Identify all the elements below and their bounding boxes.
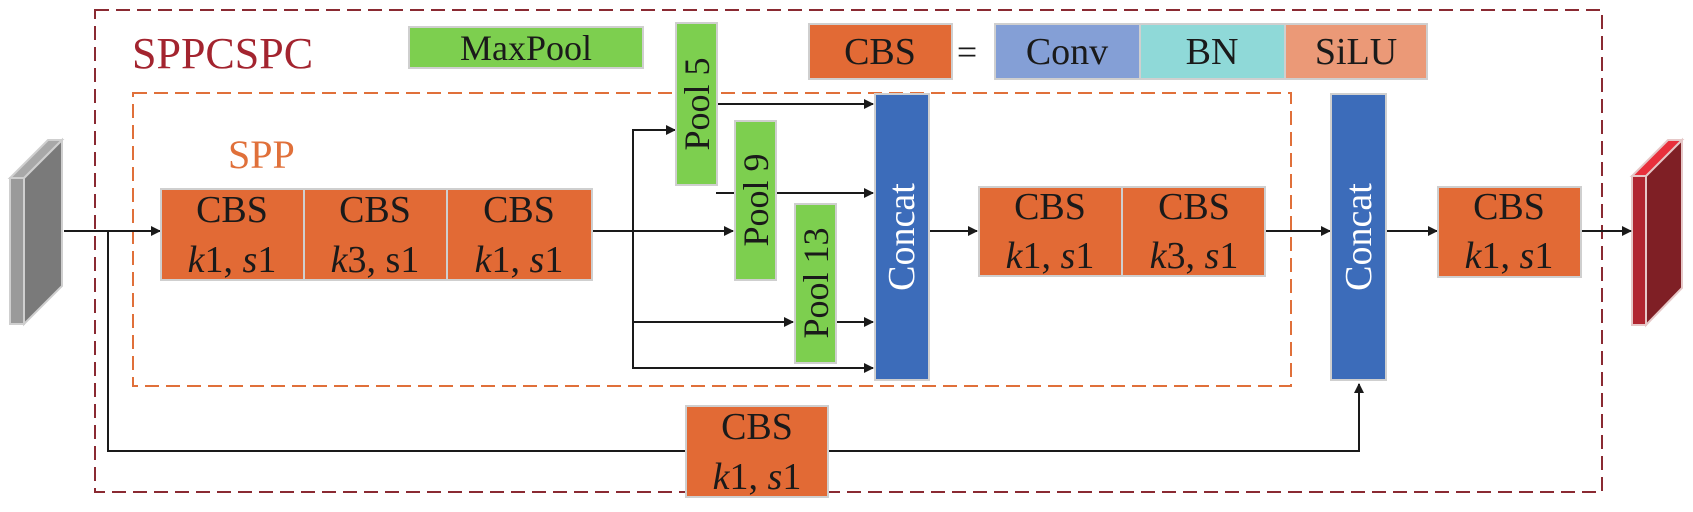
concat-1-label: Concat	[881, 183, 923, 291]
legend-silu: SiLU	[1284, 23, 1428, 80]
cbs-label: CBS	[339, 189, 411, 231]
legend-silu-label: SiLU	[1315, 31, 1397, 73]
output-cbs: CBS k1, s1	[1437, 186, 1582, 278]
cbs-params: k1, s1	[1465, 235, 1554, 277]
pool-13: Pool 13	[794, 203, 837, 364]
legend-maxpool-label: MaxPool	[460, 28, 592, 68]
sppcspc-title: SPPCSPC	[132, 29, 313, 78]
concat-2-label: Concat	[1338, 183, 1380, 291]
legend-cbs: CBS	[808, 23, 953, 80]
pool-9: Pool 9	[734, 120, 777, 281]
cbs-label: CBS	[1473, 186, 1545, 228]
cbs-label: CBS	[1014, 186, 1086, 228]
cbs-block: CBS k3, s1	[303, 188, 448, 281]
cbs-label: CBS	[721, 406, 793, 448]
legend-conv: Conv	[994, 23, 1141, 80]
cbs-label: CBS	[483, 189, 555, 231]
pool-5-label: Pool 5	[677, 57, 717, 150]
legend-bn-label: BN	[1186, 31, 1239, 73]
cbs-label: CBS	[1158, 186, 1230, 228]
cbs-params: k1, s1	[1006, 235, 1095, 277]
cbs-block: CBS k1, s1	[978, 186, 1123, 277]
cbs-params: k1, s1	[188, 239, 277, 281]
legend-cbs-label: CBS	[844, 31, 916, 73]
cbs-params: k1, s1	[713, 456, 802, 498]
input-feature-map	[7, 137, 65, 327]
legend-conv-label: Conv	[1026, 31, 1108, 73]
sppcspc-boundary	[94, 9, 1603, 493]
cbs-params: k3, s1	[1150, 235, 1239, 277]
concat-2: Concat	[1330, 93, 1387, 381]
cbs-block: CBS k3, s1	[1121, 186, 1266, 277]
spp-title: SPP	[228, 132, 295, 177]
mid-cbs-chain: CBS k1, s1 CBS k3, s1	[978, 186, 1266, 277]
cbs-label: CBS	[196, 189, 268, 231]
cbs-block: CBS k1, s1	[446, 188, 593, 281]
legend-maxpool: MaxPool	[408, 26, 644, 69]
cbs-block: CBS k1, s1	[160, 188, 305, 281]
pool-5: Pool 5	[675, 22, 718, 186]
output-feature-map	[1629, 137, 1685, 328]
pool-9-label: Pool 9	[736, 153, 776, 246]
cbs-params: k3, s1	[331, 239, 420, 281]
legend-bn: BN	[1139, 23, 1286, 80]
spp-cbs-chain: CBS k1, s1 CBS k3, s1 CBS k1, s1	[160, 188, 593, 281]
concat-1: Concat	[874, 93, 930, 381]
skip-cbs: CBS k1, s1	[685, 405, 829, 498]
legend-equals: =	[957, 32, 977, 72]
cbs-params: k1, s1	[475, 239, 564, 281]
pool-13-label: Pool 13	[796, 227, 836, 338]
